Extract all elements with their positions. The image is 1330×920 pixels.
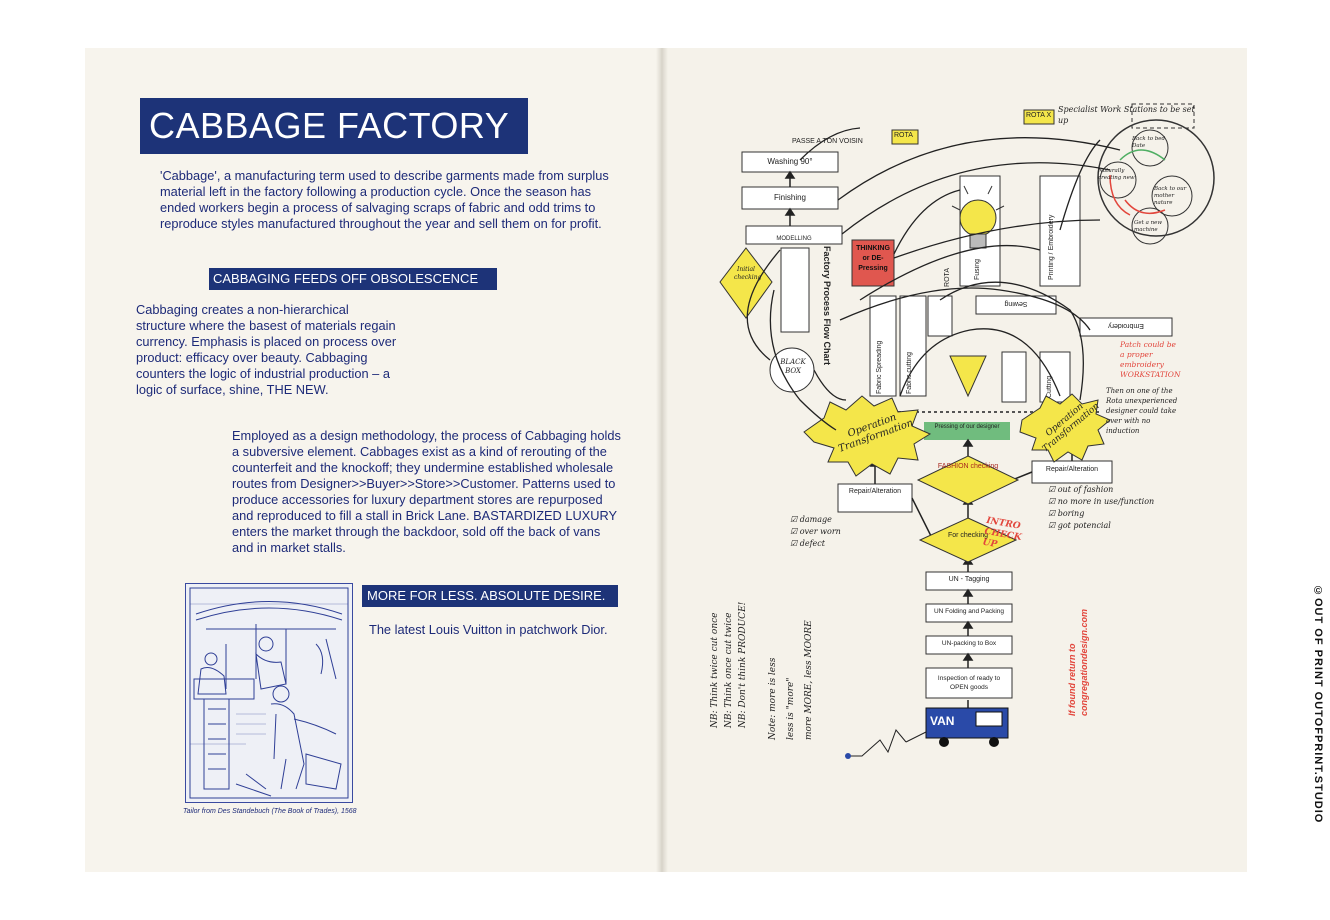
label-fabric-spreading: Fabric Spreading bbox=[876, 300, 883, 394]
label-repair-left: Repair/Alteration bbox=[838, 488, 912, 495]
note-line: more MORE, less MOORE bbox=[800, 590, 818, 740]
label-initial-checking: Initial checking bbox=[734, 266, 758, 282]
checkbox-icon: ☑ bbox=[1048, 509, 1058, 518]
check-item: out of fashion bbox=[1058, 485, 1114, 494]
label-finishing: Finishing bbox=[742, 187, 838, 209]
nb-line: NB: Think once cut twice bbox=[722, 538, 736, 728]
check-item: over worn bbox=[800, 527, 841, 536]
label-washing: Washing 90° bbox=[742, 152, 838, 172]
label-inspection: Inspection of ready to OPEN goods bbox=[930, 674, 1008, 692]
note-embroidery-workstation: Patch could be a proper embroidery WORKS… bbox=[1120, 340, 1182, 380]
nb-notes: NB: Think twice cut once NB: Think once … bbox=[708, 538, 750, 728]
label-fusing: Fusing bbox=[974, 200, 981, 280]
label-repair-right: Repair/Alteration bbox=[1032, 466, 1112, 473]
label-printing: Printing / Embroidery bbox=[1048, 190, 1055, 280]
label-thinking: THINKING or DE-Pressing bbox=[853, 244, 893, 274]
checkbox-icon: ☑ bbox=[790, 539, 800, 548]
note-line: Note: more is less bbox=[764, 590, 782, 740]
nb-line: NB: Think twice cut once bbox=[708, 538, 722, 728]
note-line: less is "more" bbox=[782, 590, 800, 740]
note-rota-1: ROTA bbox=[894, 132, 913, 139]
checkbox-icon: ☑ bbox=[1048, 485, 1058, 494]
cycle-label-2: Naturally creating new bbox=[1098, 168, 1138, 182]
note-rota-unexperienced: Then on one of the Rota unexperienced de… bbox=[1106, 386, 1186, 436]
box-fabric-cutting bbox=[900, 296, 926, 396]
checkbox-icon: ☑ bbox=[1048, 497, 1058, 506]
van-label: VAN bbox=[930, 714, 954, 728]
label-black-box: BLACK BOX bbox=[776, 358, 810, 376]
label-sewing: Sewing bbox=[976, 300, 1056, 307]
cycle-label-4: Get a new machine bbox=[1134, 220, 1170, 234]
box-fabric-spreading bbox=[870, 296, 896, 396]
diamond-initial-checking bbox=[720, 248, 772, 318]
copyright-notice: ©OUT OF PRINT OUTOFPRINT.STUDIO bbox=[1310, 585, 1324, 823]
check-item: boring bbox=[1058, 509, 1085, 518]
note-passe: PASSE A TON VOISIN bbox=[792, 138, 863, 145]
label-embroidery: Embroidery bbox=[1080, 322, 1172, 329]
check-item: defect bbox=[800, 539, 825, 548]
label-flowchart: Factory Process Flow Chart bbox=[822, 246, 832, 396]
box-inital-cutting bbox=[781, 248, 809, 332]
label-cutting: Cutting bbox=[1046, 358, 1053, 398]
nb-line: NB: Don't think PRODUCE! bbox=[736, 538, 750, 728]
note-rota-x: ROTA X bbox=[1026, 112, 1051, 119]
check-item: no more in use/function bbox=[1058, 497, 1154, 506]
label-modelling: MODELLING bbox=[746, 236, 842, 242]
return-address-note: If found return to congregationdesign.co… bbox=[1066, 586, 1090, 716]
label-fashion-checking: FASHION checking bbox=[932, 462, 1004, 471]
cycle-label-3: Back to our mother nature bbox=[1154, 186, 1194, 207]
checkbox-icon: ☑ bbox=[790, 515, 800, 524]
box-printing bbox=[1040, 176, 1080, 286]
van-icon bbox=[845, 708, 1008, 759]
label-pressing: Pressing of our designer bbox=[924, 424, 1010, 430]
cycle-label-1: Back to bed Date bbox=[1132, 136, 1172, 150]
box-cutting bbox=[1040, 352, 1070, 402]
note-rota-2: ROTA bbox=[944, 268, 951, 287]
checklist-left: ☑ damage ☑ over worn ☑ defect bbox=[790, 514, 841, 550]
check-item: got potencial bbox=[1058, 521, 1111, 530]
label-un-tagging: UN - Tagging bbox=[926, 576, 1012, 583]
note-work-stations: Specialist Work Stations to be set up bbox=[1058, 104, 1198, 126]
label-fabric-cutting: Fabric cutting bbox=[906, 300, 913, 394]
checkbox-icon: ☑ bbox=[790, 527, 800, 536]
checkbox-icon: ☑ bbox=[1048, 521, 1058, 530]
label-packing-box: UN-packing to Box bbox=[926, 640, 1012, 647]
check-item: damage bbox=[800, 515, 832, 524]
more-less-notes: Note: more is less less is "more" more M… bbox=[764, 590, 818, 740]
label-folding: UN Folding and Packing bbox=[926, 608, 1012, 615]
checklist-right: ☑ out of fashion ☑ no more in use/functi… bbox=[1048, 484, 1154, 532]
